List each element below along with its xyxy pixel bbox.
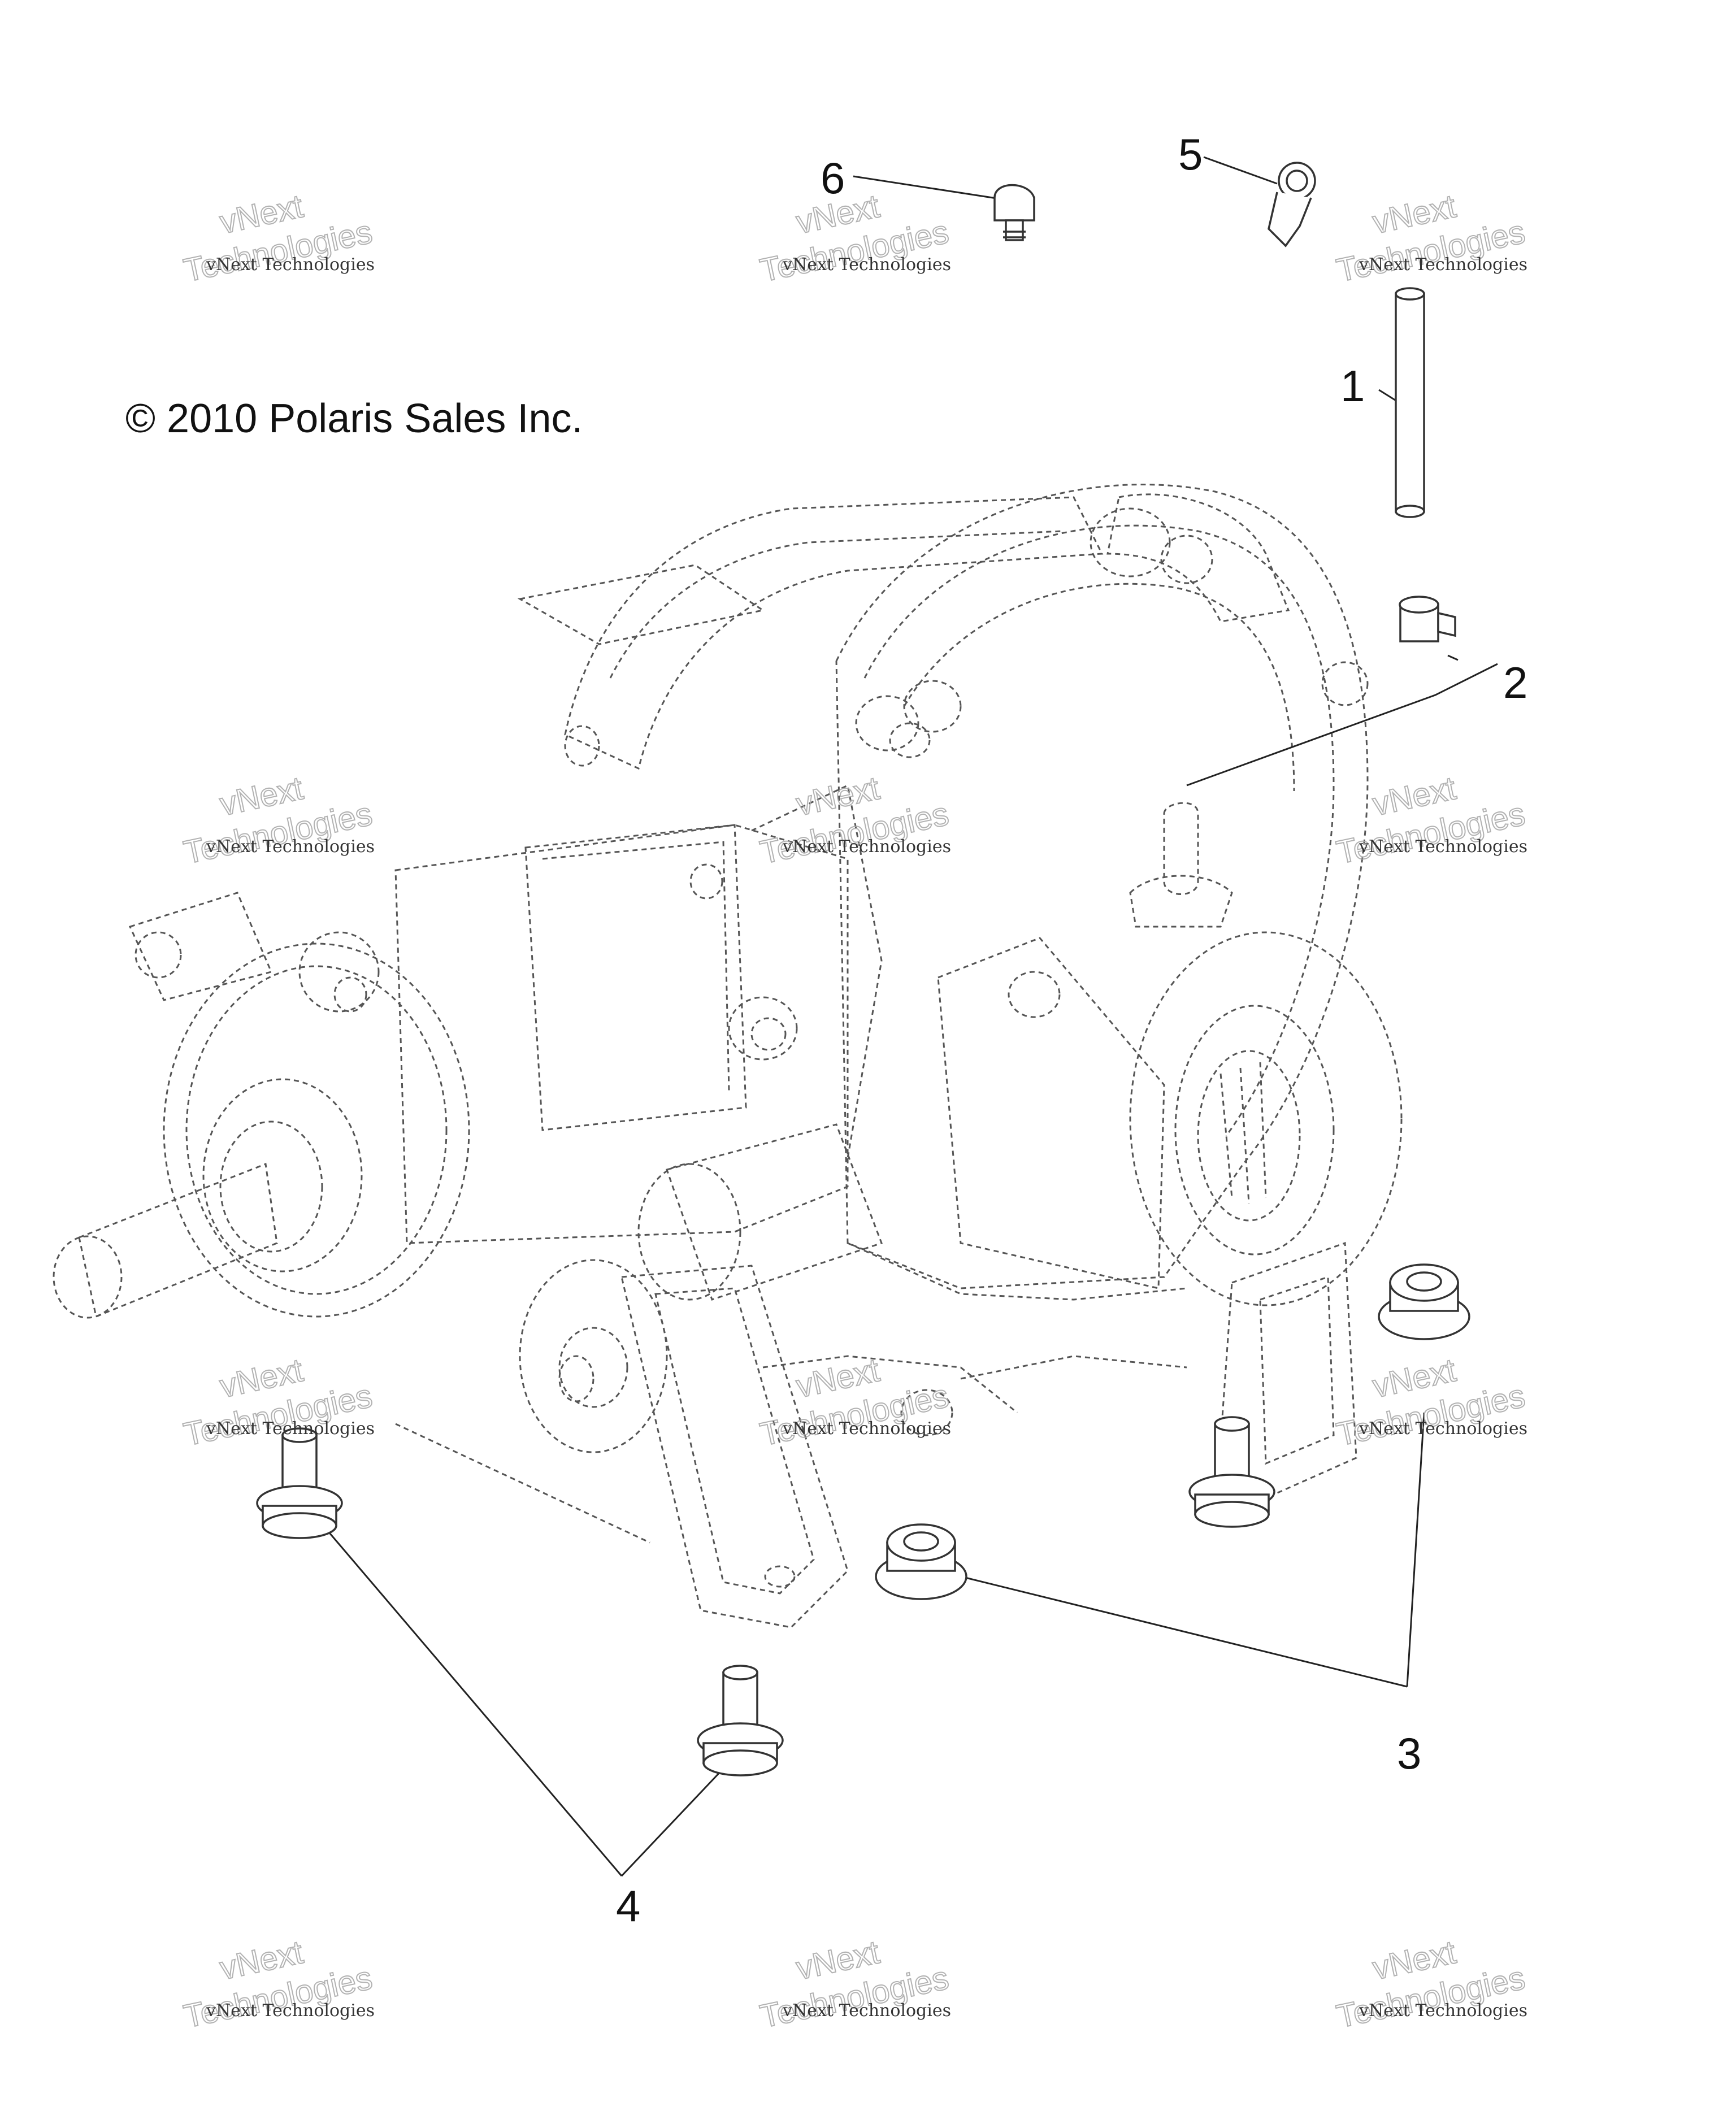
watermark-grid: vNext Technologies vNext Technologies vN…: [180, 187, 1529, 2036]
watermark-text: vNext Technologies: [1359, 837, 1527, 857]
watermark-text: vNext Technologies: [1359, 2001, 1527, 2021]
watermark-text: vNext Technologies: [206, 1419, 375, 1439]
watermark-text: vNext Technologies: [782, 2001, 951, 2021]
watermark-text: vNext Technologies: [782, 837, 951, 857]
callout-4: 4: [616, 1881, 640, 1931]
copyright-text: © 2010 Polaris Sales Inc.: [125, 396, 583, 441]
flange-bolt-left: [256, 1427, 343, 1539]
wire-clip-part: [993, 184, 1035, 241]
callout-2: 2: [1503, 658, 1527, 707]
gearcase-housing: [53, 484, 1403, 1628]
watermark-text: vNext Technologies: [782, 255, 951, 275]
watermark-text: vNext Technologies: [782, 1419, 951, 1439]
callout-5: 5: [1178, 129, 1203, 179]
callout-1: 1: [1340, 361, 1365, 411]
flange-bolt-right: [1188, 1416, 1275, 1528]
flange-nut-center: [875, 1523, 967, 1600]
clip-part: [1399, 596, 1456, 642]
watermark-text: vNext Technologies: [1359, 1419, 1527, 1439]
watermark-text: vNext Technologies: [206, 837, 375, 857]
watermark-text: vNext Technologies: [206, 2001, 375, 2021]
leader-lines: [313, 156, 1498, 1877]
callout-6: 6: [821, 153, 845, 203]
callout-3: 3: [1397, 1728, 1421, 1778]
watermark-text: vNext Technologies: [206, 255, 375, 275]
watermark-text: vNext Technologies: [1359, 255, 1527, 275]
hose-clamp-part: [1268, 162, 1316, 247]
pin-part: [1395, 287, 1425, 518]
flange-nut-right: [1378, 1263, 1470, 1340]
flange-bolt-bottom: [697, 1665, 784, 1776]
